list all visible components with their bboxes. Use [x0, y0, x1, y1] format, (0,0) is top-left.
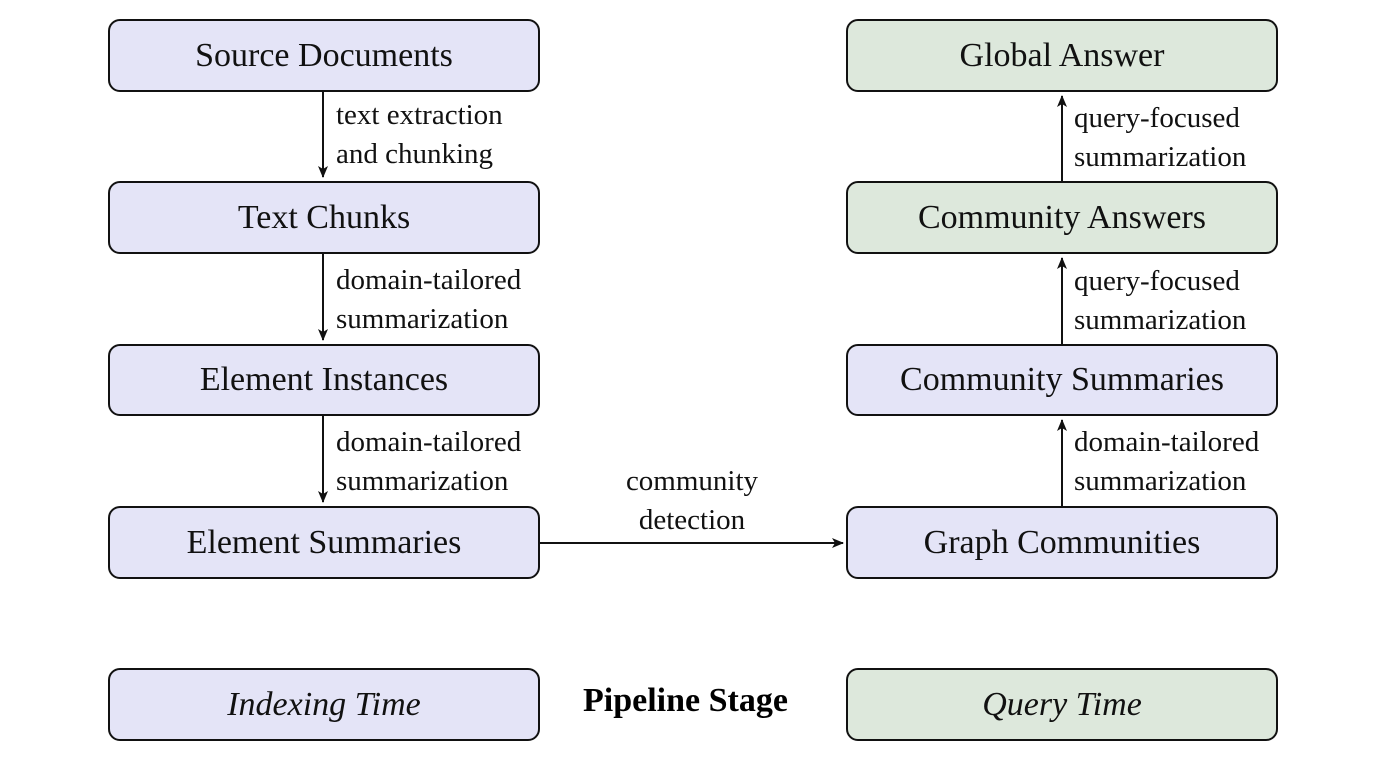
node-source-documents: Source Documents [108, 19, 540, 92]
edge-label-line: query-focused [1074, 102, 1240, 134]
edge-label-instances-to-summaries: domain-tailored summarization [336, 423, 521, 501]
edge-label-line: summarization [1074, 141, 1247, 173]
edge-label-docs-to-chunks: text extraction and chunking [336, 96, 503, 174]
edge-label-line: summarization [1074, 304, 1247, 336]
legend-query-time: Query Time [846, 668, 1278, 741]
edge-label-comm-answers-to-global: query-focused summarization [1074, 99, 1246, 177]
node-global-answer: Global Answer [846, 19, 1278, 92]
edge-label-community-detection: community detection [592, 462, 792, 540]
edge-label-comm-summaries-to-comm-answers: query-focused summarization [1074, 262, 1246, 340]
legend-title: Pipeline Stage [583, 682, 788, 719]
legend-indexing-time: Indexing Time [108, 668, 540, 741]
edge-label-line: text extraction [336, 99, 503, 131]
edge-label-line: summarization [336, 465, 509, 497]
edge-label-line: domain-tailored [336, 264, 522, 296]
node-community-answers: Community Answers [846, 181, 1278, 254]
edge-label-line: domain-tailored [336, 426, 522, 458]
edge-label-line: and chunking [336, 138, 494, 170]
edge-label-line: summarization [336, 303, 509, 335]
node-text-chunks: Text Chunks [108, 181, 540, 254]
edge-label-line: domain-tailored [1074, 426, 1260, 458]
node-graph-communities: Graph Communities [846, 506, 1278, 579]
node-element-instances: Element Instances [108, 344, 540, 416]
node-community-summaries: Community Summaries [846, 344, 1278, 416]
edge-label-line: community [625, 465, 759, 497]
edge-label-communities-to-comm-summaries: domain-tailored summarization [1074, 423, 1259, 501]
node-element-summaries: Element Summaries [108, 506, 540, 579]
edge-label-chunks-to-instances: domain-tailored summarization [336, 261, 521, 339]
edge-label-line: detection [638, 504, 746, 536]
edge-label-line: summarization [1074, 465, 1247, 497]
edge-label-line: query-focused [1074, 265, 1240, 297]
